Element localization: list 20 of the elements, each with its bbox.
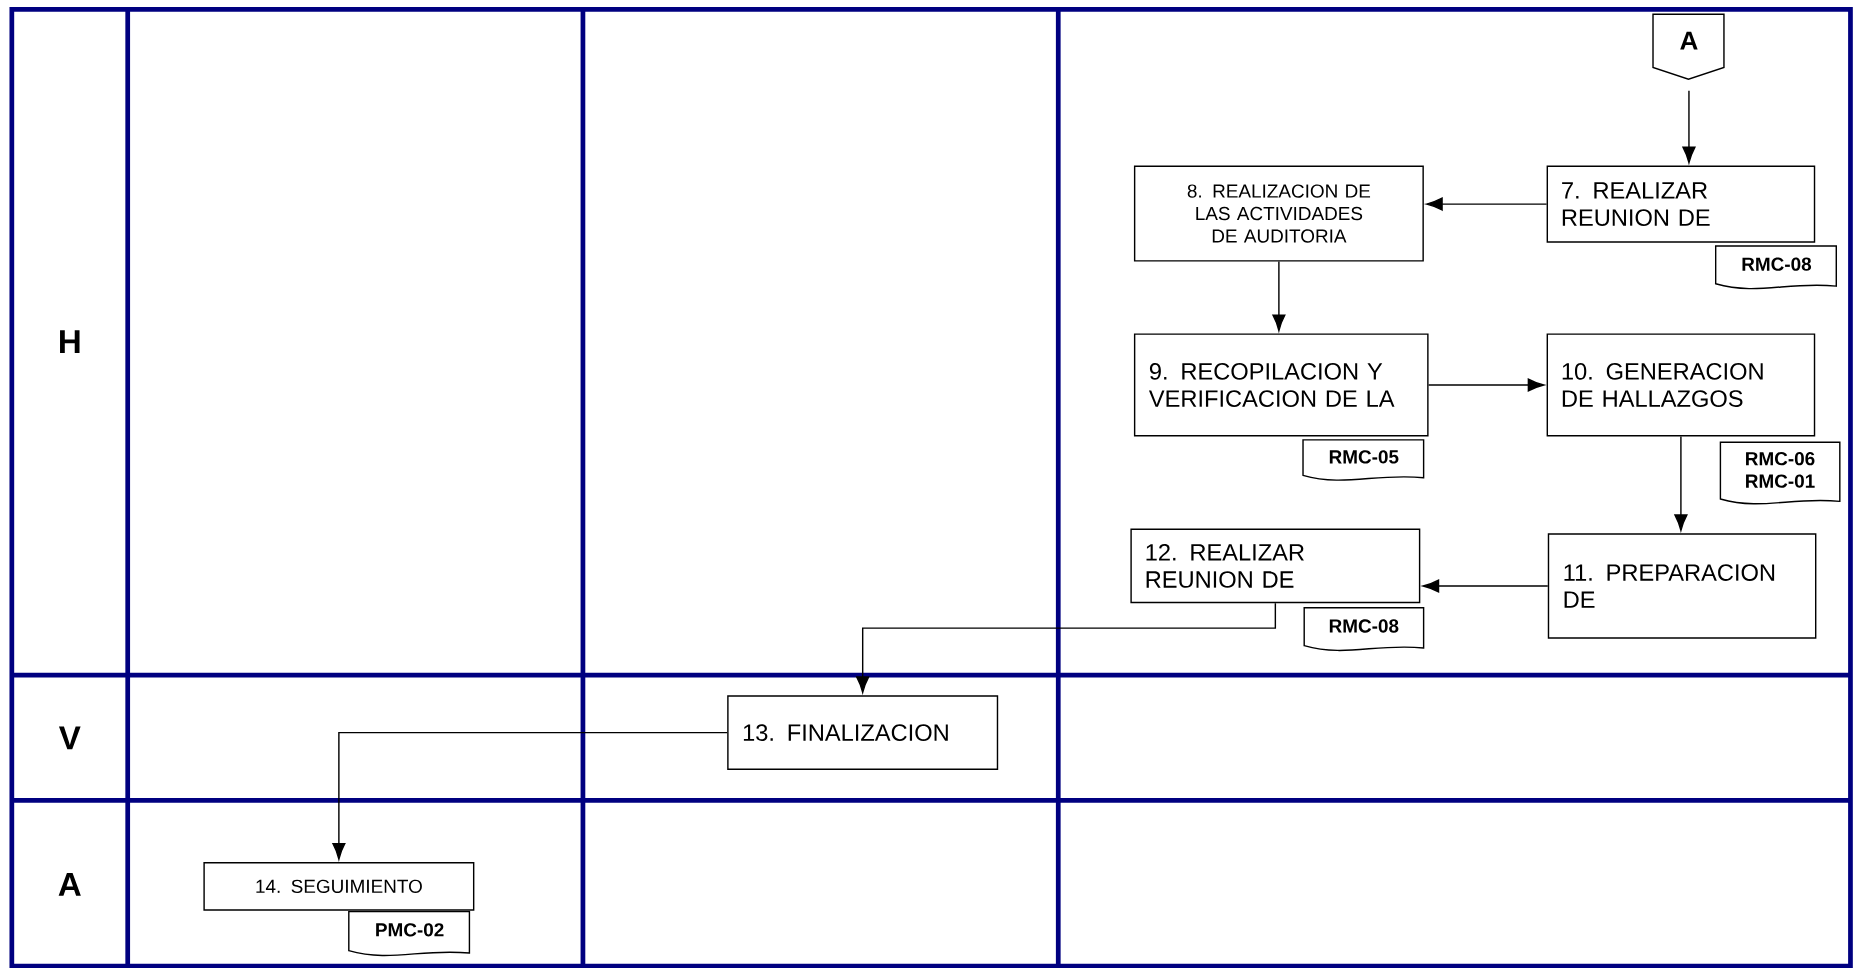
process-box: 9. RECOPILACION Y VERIFICACION DE LA (1133, 333, 1429, 437)
process-box: 10. GENERACION DE HALLAZGOS (1546, 333, 1816, 437)
arrow (1427, 378, 1545, 392)
process-box: 7. REALIZAR REUNION DE (1546, 165, 1816, 243)
row-label: A (58, 872, 81, 896)
arrow (1422, 579, 1549, 593)
row-label: H (60, 330, 80, 353)
arrow (1682, 89, 1696, 164)
process-box: 11. PREPARACION DE (1547, 533, 1817, 639)
arrow (856, 602, 1277, 693)
row-label: V (58, 726, 81, 749)
arrow (1674, 435, 1688, 531)
process-box: 8. REALIZACION DE LAS ACTIVIDADES DE AUDITORIA (1133, 165, 1424, 262)
process-box: 13. FINALIZACION (727, 695, 999, 770)
process-box: 12. REALIZAR REUNION DE (1130, 528, 1421, 604)
arrow (1426, 197, 1548, 211)
offpage-connector: A (1652, 13, 1725, 80)
arrow (332, 731, 728, 860)
process-box: 14. SEGUIMIENTO (203, 861, 475, 911)
arrow (1272, 260, 1286, 332)
